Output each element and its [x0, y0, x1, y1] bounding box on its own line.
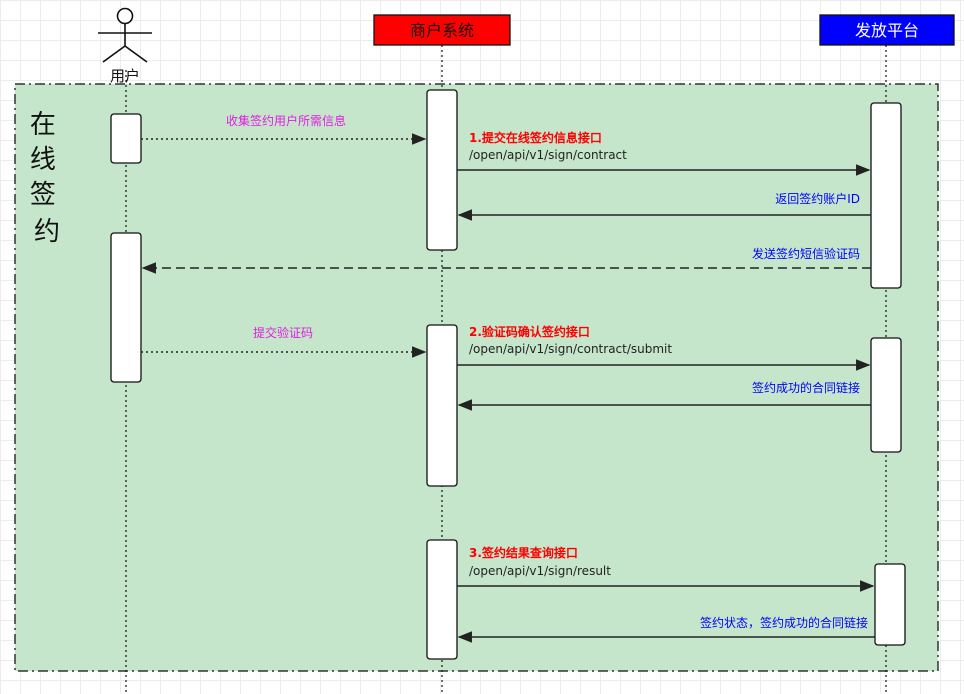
merchant-activation-2	[426, 324, 458, 487]
merchant-activation-3	[426, 539, 458, 660]
msg-query-result-step: 3.签约结果查询接口	[469, 545, 578, 560]
platform-activation-3	[874, 563, 906, 646]
online-sign-frame	[14, 83, 939, 672]
user-activation-2	[110, 232, 142, 383]
msg-return-account-label: 返回签约账户ID	[775, 191, 860, 206]
user-actor-icon	[98, 7, 152, 63]
frame-label-char-4: 约	[34, 217, 60, 247]
merchant-header-box	[373, 14, 511, 46]
msg-query-result-path: /open/api/v1/sign/result	[469, 564, 611, 578]
msg-confirm-sign-step: 2.验证码确认签约接口	[469, 324, 590, 339]
msg-submit-sign-path: /open/api/v1/sign/contract	[469, 148, 627, 162]
msg-submit-sign-step: 1.提交在线签约信息接口	[469, 130, 602, 145]
frame-label-char-1: 在	[30, 110, 56, 140]
frame-label-char-2: 线	[30, 145, 56, 175]
frame-label: 在 线 签 约	[30, 110, 64, 247]
frame-label-char-3: 签	[30, 180, 56, 210]
user-actor-label: 用户	[110, 67, 140, 85]
msg-sign-status-label: 签约状态，签约成功的合同链接	[700, 615, 868, 630]
msg-contract-link-label: 签约成功的合同链接	[752, 380, 860, 395]
merchant-header-label: 商户系统	[410, 21, 474, 40]
merchant-activation-1	[426, 89, 458, 251]
platform-header-label: 发放平台	[855, 21, 919, 40]
msg-submit-code-label: 提交验证码	[253, 325, 313, 340]
platform-header-box	[819, 14, 955, 46]
platform-activation-2	[870, 337, 902, 453]
msg-collect-info-label: 收集签约用户所需信息	[226, 113, 346, 128]
msg-send-sms-label: 发送签约短信验证码	[752, 246, 860, 261]
platform-activation-1	[870, 102, 902, 289]
msg-confirm-sign-path: /open/api/v1/sign/contract/submit	[469, 342, 672, 356]
user-activation-1	[110, 113, 142, 164]
